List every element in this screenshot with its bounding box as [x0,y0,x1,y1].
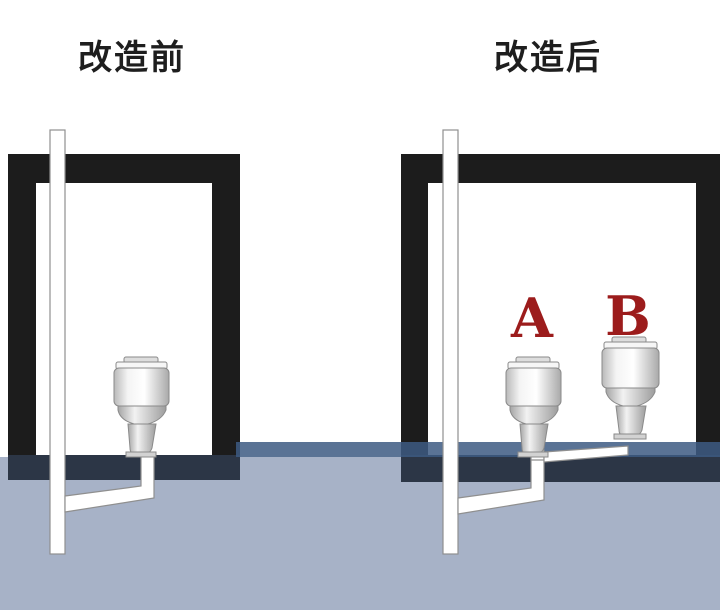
caption-after: 改造后 [494,38,602,78]
toilet-a-label: A [511,286,553,350]
ground-slab [0,457,720,610]
panel-before [8,129,240,555]
toilet-b [601,336,660,440]
drain-pipe-before [49,129,155,555]
toilet-before [113,356,170,458]
panel-after [236,129,720,555]
toilet-b-label: B [605,284,651,348]
caption-before: 改造前 [78,38,186,78]
raised-floor-strip [236,442,720,457]
room-wall-before [8,154,240,480]
toilet-a [505,356,562,458]
floor-overlay-before [8,455,240,480]
